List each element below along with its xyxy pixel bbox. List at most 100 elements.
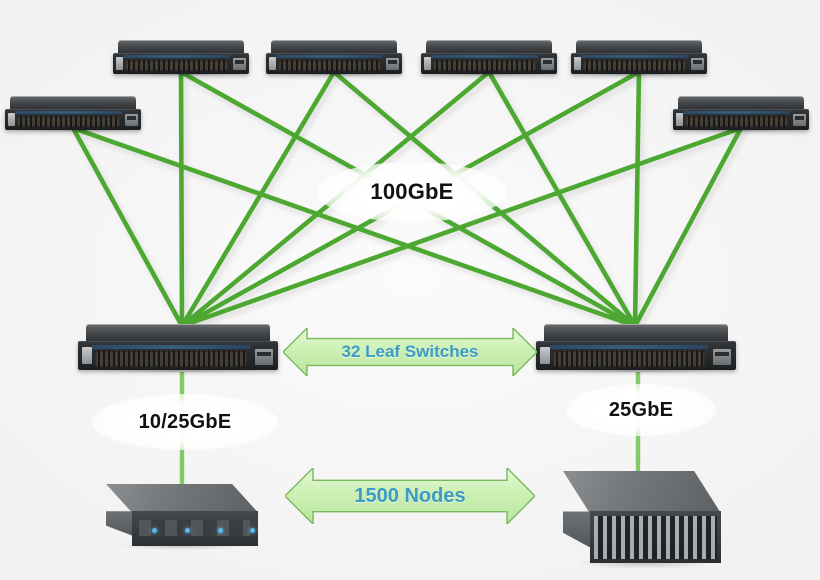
leaf-switch-right[interactable] (536, 324, 736, 374)
device-shadow (121, 72, 241, 77)
port-bank (16, 115, 120, 128)
management-port (675, 112, 683, 126)
device-shadow (579, 72, 699, 77)
rack-server[interactable] (106, 484, 258, 550)
status-led-strip (275, 55, 383, 59)
management-port (268, 56, 276, 70)
drive-bays (139, 520, 251, 537)
speed-label-text: 10/25GbE (138, 410, 232, 433)
spine-leaf-link (632, 69, 642, 329)
management-port (573, 56, 581, 70)
port-bank (124, 59, 228, 72)
device-shadow (90, 368, 266, 374)
spine-leaf-link (179, 125, 744, 329)
uplink-cage (386, 58, 399, 71)
device-shadow (118, 542, 249, 550)
uplink-cage (713, 348, 731, 365)
port-bank (684, 115, 788, 128)
status-led (184, 527, 190, 533)
double-arrow-shape (285, 468, 535, 524)
spine-leaf-link (70, 125, 185, 329)
status-led (217, 527, 223, 533)
uplink-cage (541, 58, 554, 71)
status-led-strip (92, 344, 250, 349)
speed-label-text: 25GbE (608, 398, 674, 421)
leaf-count-arrow: 32 Leaf Switches (283, 328, 537, 376)
right-node-speed: 25GbE (566, 384, 716, 436)
speed-label-text: 100GbE (370, 179, 454, 204)
spine-switch-5[interactable] (5, 96, 141, 133)
chassis-side (563, 511, 592, 549)
drive-bays (593, 515, 718, 559)
front-panel (78, 341, 278, 370)
chassis-front (131, 511, 258, 546)
spine-switch-6[interactable] (673, 96, 809, 133)
management-port (82, 346, 92, 365)
annotation-arrow-label: 32 Leaf Switches (341, 342, 479, 361)
uplink-cage (233, 58, 246, 71)
status-led-strip (682, 111, 790, 115)
device-shadow (548, 368, 724, 374)
device-shadow (274, 72, 394, 77)
front-panel (113, 52, 249, 74)
spine-leaf-link (179, 69, 337, 329)
uplink-cage (691, 58, 704, 71)
status-led-strip (430, 55, 538, 59)
chassis-top (106, 484, 258, 513)
device-shadow (13, 128, 133, 133)
leaf-switch-left[interactable] (78, 324, 278, 374)
chassis-lid (544, 324, 728, 345)
spine-switch-4[interactable] (571, 40, 707, 77)
management-port (423, 56, 431, 70)
left-node-speed: 10/25GbE (92, 394, 278, 450)
storage-array[interactable] (563, 471, 721, 569)
chassis-lid (576, 40, 702, 55)
spine-speed: 100GbE (317, 162, 507, 222)
uplink-cage (255, 348, 273, 365)
management-port (540, 346, 550, 365)
port-bank (582, 59, 686, 72)
port-bank (432, 59, 536, 72)
spine-leaf-link (70, 125, 638, 329)
spine-switch-3[interactable] (421, 40, 557, 77)
chassis-lid (86, 324, 270, 345)
front-panel (5, 108, 141, 130)
device-shadow (681, 128, 801, 133)
chassis-side (106, 511, 134, 537)
management-port (7, 112, 15, 126)
port-bank (553, 350, 705, 367)
status-led-strip (14, 111, 122, 115)
chassis-top (563, 471, 721, 514)
chassis-lid (678, 96, 804, 111)
port-bank (277, 59, 381, 72)
spine-leaf-link (486, 69, 638, 329)
chassis-lid (118, 40, 244, 55)
annotation-arrow-label: 1500 Nodes (354, 484, 466, 507)
chassis-lid (426, 40, 552, 55)
chassis-front (589, 511, 721, 563)
status-led-strip (122, 55, 230, 59)
management-port (115, 56, 123, 70)
device-shadow (429, 72, 549, 77)
node-count-arrow: 1500 Nodes (285, 468, 535, 524)
chassis-lid (271, 40, 397, 55)
status-led-strip (550, 344, 708, 349)
spine-leaf-link (632, 125, 744, 329)
spine-switch-2[interactable] (266, 40, 402, 77)
front-panel (571, 52, 707, 74)
status-led (152, 527, 157, 533)
front-panel (421, 52, 557, 74)
front-panel (266, 52, 402, 74)
chassis-lid (10, 96, 136, 111)
spine-leaf-link (178, 69, 185, 329)
uplink-cage (793, 114, 806, 127)
front-panel (536, 341, 736, 370)
double-arrow-shape (283, 328, 537, 376)
spine-switch-1[interactable] (113, 40, 249, 77)
device-shadow (575, 557, 712, 569)
front-panel (673, 108, 809, 130)
port-bank (95, 350, 247, 367)
status-led-strip (580, 55, 688, 59)
uplink-cage (125, 114, 138, 127)
